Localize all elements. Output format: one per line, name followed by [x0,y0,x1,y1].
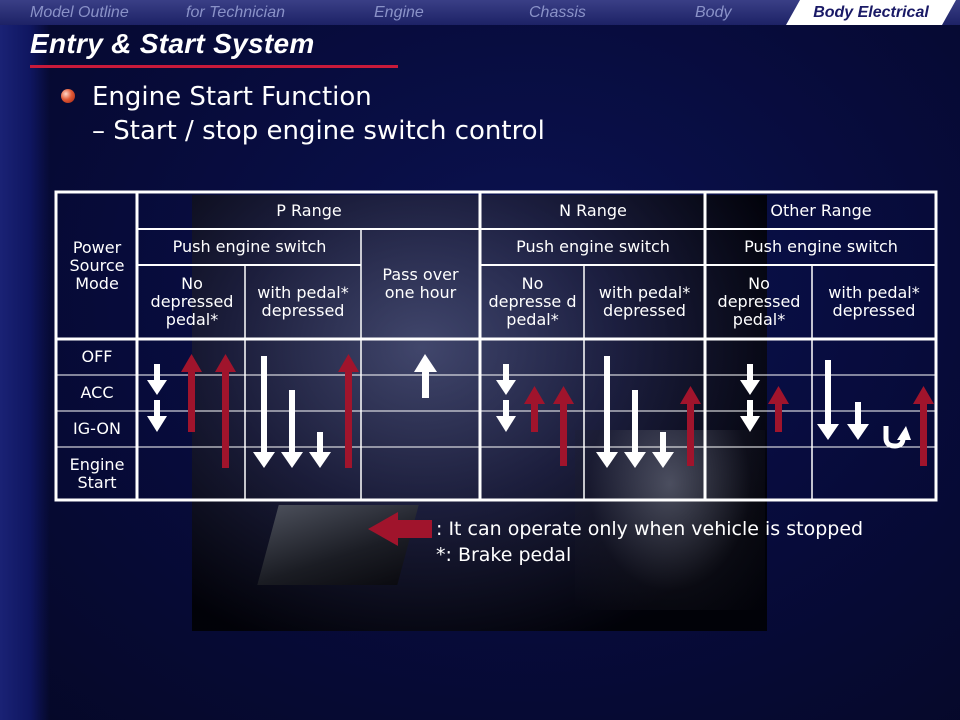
header-other-range: Other Range [770,201,872,220]
tab-body-electrical[interactable]: Body Electrical [786,0,956,25]
legend-note: : It can operate only when vehicle is st… [436,518,864,540]
header-other-with-pedal: with pedal* depressed [828,283,920,320]
left-gradient-band [0,0,50,720]
header-p-push-switch: Push engine switch [172,237,327,256]
tab-model-outline[interactable]: Model Outline [30,4,129,21]
mode-off: OFF [81,347,113,366]
header-pass-over-one-hour: Pass over one hour [382,265,459,302]
page-title: Entry & Start System [30,28,315,59]
header-p-range: P Range [276,201,342,220]
mode-ig-on: IG-ON [73,419,121,438]
mode-engine-start: Engine Start [69,454,125,492]
tab-engine[interactable]: Engine [374,4,424,21]
top-navigation: Model Outline for Technician Engine Chas… [0,0,960,25]
white-curved-arrow [883,426,906,449]
tab-chassis[interactable]: Chassis [529,4,586,21]
mode-acc: ACC [80,383,114,402]
header-n-with-pedal: with pedal* depressed [598,283,691,320]
legend-red-arrow [368,512,432,546]
red-up-arrows [181,354,934,468]
header-p-no-pedal: No depressed pedal* [150,274,234,329]
bullet-icon [61,89,75,103]
header-n-no-pedal: No depresse d pedal* [488,274,577,329]
header-other-no-pedal: No depressed pedal* [717,274,801,329]
header-power-source-mode: Power Source Mode [69,238,125,293]
tab-body[interactable]: Body [695,4,732,21]
header-n-range: N Range [559,201,627,220]
section-heading: Engine Start Function [92,82,372,112]
header-n-push-switch: Push engine switch [516,237,670,256]
white-down-arrows [147,354,869,468]
section-subheading: – Start / stop engine switch control [92,116,545,146]
title-underline [30,65,398,68]
header-p-with-pedal: with pedal* depressed [257,283,349,320]
legend-brake-pedal: *: Brake pedal [436,544,572,566]
header-other-push-switch: Push engine switch [744,237,898,256]
tab-for-technician[interactable]: for Technician [186,4,286,21]
